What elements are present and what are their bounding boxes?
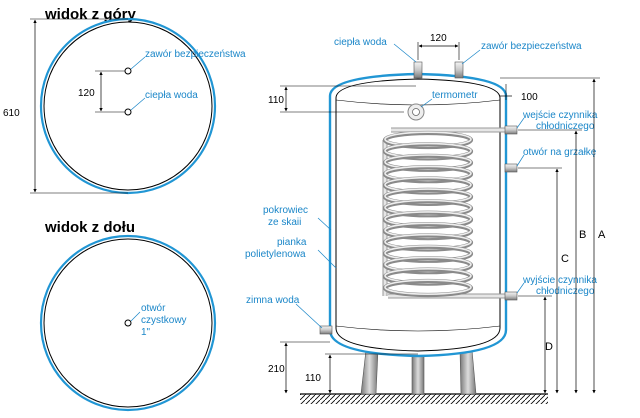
bottom-view-tank-outline: [43, 238, 213, 408]
bottom-view-cleanout-label-1: otwór: [141, 303, 166, 314]
thermometer-leader: [420, 98, 433, 108]
top-view-tank-outline: [43, 21, 213, 191]
leg-left: [360, 349, 379, 395]
top-view-hot-water-port: [124, 108, 132, 116]
heater-opening-leader: [516, 154, 525, 167]
dim-C-label: C: [561, 253, 569, 265]
heater-opening-label: otwór na grzałkę: [523, 147, 597, 158]
cover-label-2: ze skaii: [268, 217, 301, 228]
refrigerant-in-leader: [516, 117, 525, 129]
top-view-spacing-value: 120: [78, 88, 95, 99]
ground-hatch: [300, 394, 548, 404]
refrigerant-out-leader: [516, 282, 525, 294]
top-view-insulation-ring: [39, 17, 217, 195]
bottom-view-insulation-ring: [39, 234, 217, 412]
side-view: 120 ciepła woda zawór bezpieczeństwa 110…: [245, 33, 606, 404]
dim-B-label: B: [579, 229, 586, 241]
top-height-value: 110: [268, 95, 284, 106]
thermometer-center: [412, 108, 420, 116]
foam-leader: [317, 249, 337, 269]
coil-turns: [382, 130, 474, 298]
heater-opening-stub: [504, 163, 518, 173]
side-safety-valve-label: zawór bezpieczeństwa: [481, 41, 582, 52]
refrigerant-in-label-2: chłodniczego: [536, 121, 595, 132]
refrigerant-in-label-1: wejście czynnika: [522, 110, 598, 121]
coil-turn-highlight: [384, 279, 472, 296]
side-offset-value: 100: [521, 92, 538, 103]
leg-center: [411, 351, 425, 395]
refrigerant-out-stub: [504, 291, 518, 301]
top-view-safety-valve-leader: [130, 56, 146, 70]
refrigerant-out-label-2: chłodniczego: [536, 286, 595, 297]
top-view-diameter-value: 610: [3, 108, 20, 119]
cold-water-leader: [295, 303, 323, 329]
top-spacing-value: 120: [430, 33, 447, 44]
leg-right: [459, 349, 477, 395]
top-view-title: widok z góry: [44, 6, 137, 23]
cold-water-stub: [319, 325, 333, 335]
side-hot-water-label: ciepła woda: [334, 37, 387, 48]
tank-bottom-seam: [335, 325, 501, 332]
foam-label-1: pianka: [277, 237, 307, 248]
top-view-hot-water-leader: [130, 97, 146, 111]
cover-leader: [317, 217, 332, 231]
bottom-view: widok z dołu otwór czystkowy 1": [39, 219, 217, 412]
hot-water-leader: [393, 43, 417, 63]
thermometer-label: termometr: [432, 90, 478, 101]
top-view-safety-valve-port: [124, 67, 132, 75]
refrigerant-out-label-1: wyjście czynnika: [522, 275, 597, 286]
top-view-safety-valve-label: zawór bezpieczeństwa: [145, 49, 246, 60]
top-view-hot-water-label: ciepła woda: [145, 90, 198, 101]
dim-D-label: D: [545, 341, 553, 353]
bottom-view-title: widok z dołu: [44, 219, 135, 236]
hot-water-nozzle: [413, 61, 423, 79]
refrigerant-in-stub: [504, 125, 518, 135]
cover-label-1: pokrowiec: [263, 205, 308, 216]
coil: [382, 127, 505, 299]
bottom-view-cleanout-label-2: czystkowy: [141, 315, 187, 326]
cold-water-label: zimna woda: [246, 295, 300, 306]
foam-label-2: polietylenowa: [245, 249, 306, 260]
bottom-view-cleanout-label-3: 1": [141, 327, 151, 338]
bottom-view-cleanout-port: [124, 319, 132, 327]
dim-A-label: A: [598, 229, 606, 241]
safety-valve-nozzle: [454, 61, 464, 79]
bottom-view-cleanout-leader: [130, 311, 141, 322]
safety-valve-leader: [461, 49, 481, 65]
leg-height-value: 110: [305, 373, 321, 384]
bottom-height-value: 210: [268, 364, 285, 375]
top-view: widok z góry 610 120 zawór bezpieczeństw…: [3, 6, 246, 195]
